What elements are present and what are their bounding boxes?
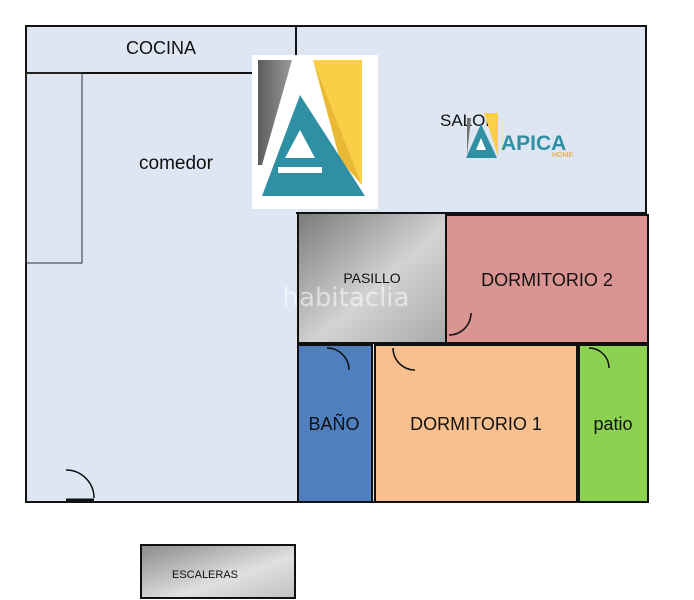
apica-brand-sub: HOME [552,152,573,159]
label-dormitorio-1: DORMITORIO 1 [410,414,542,434]
room-patio [578,344,649,503]
label-escaleras: ESCALERAS [172,569,238,581]
room-bano [297,344,373,503]
room-dormitorio-2 [445,214,649,344]
kitchen-counter [25,72,83,264]
apica-logo-small: APICA HOME [466,113,573,159]
door-pasillo [448,312,472,336]
room-cocina [25,25,297,74]
apica-logo-large [252,55,378,209]
label-comedor: comedor [139,153,214,174]
door-patio [588,347,610,369]
label-pasillo: PASILLO [343,270,400,286]
room-pasillo [297,212,447,344]
door-entrance [65,469,95,499]
room-dormitorio-1 [374,344,578,503]
label-bano: BAÑO [308,413,359,434]
door-dormitorio-1 [392,347,416,371]
label-dormitorio-2: DORMITORIO 2 [481,270,613,290]
habitaclia-watermark: habitaclia [283,283,410,313]
label-cocina: COCINA [126,38,196,58]
label-patio: patio [593,414,632,434]
apica-brand-text: APICA [501,132,566,155]
escaleras [140,544,296,599]
door-bano [326,347,350,371]
